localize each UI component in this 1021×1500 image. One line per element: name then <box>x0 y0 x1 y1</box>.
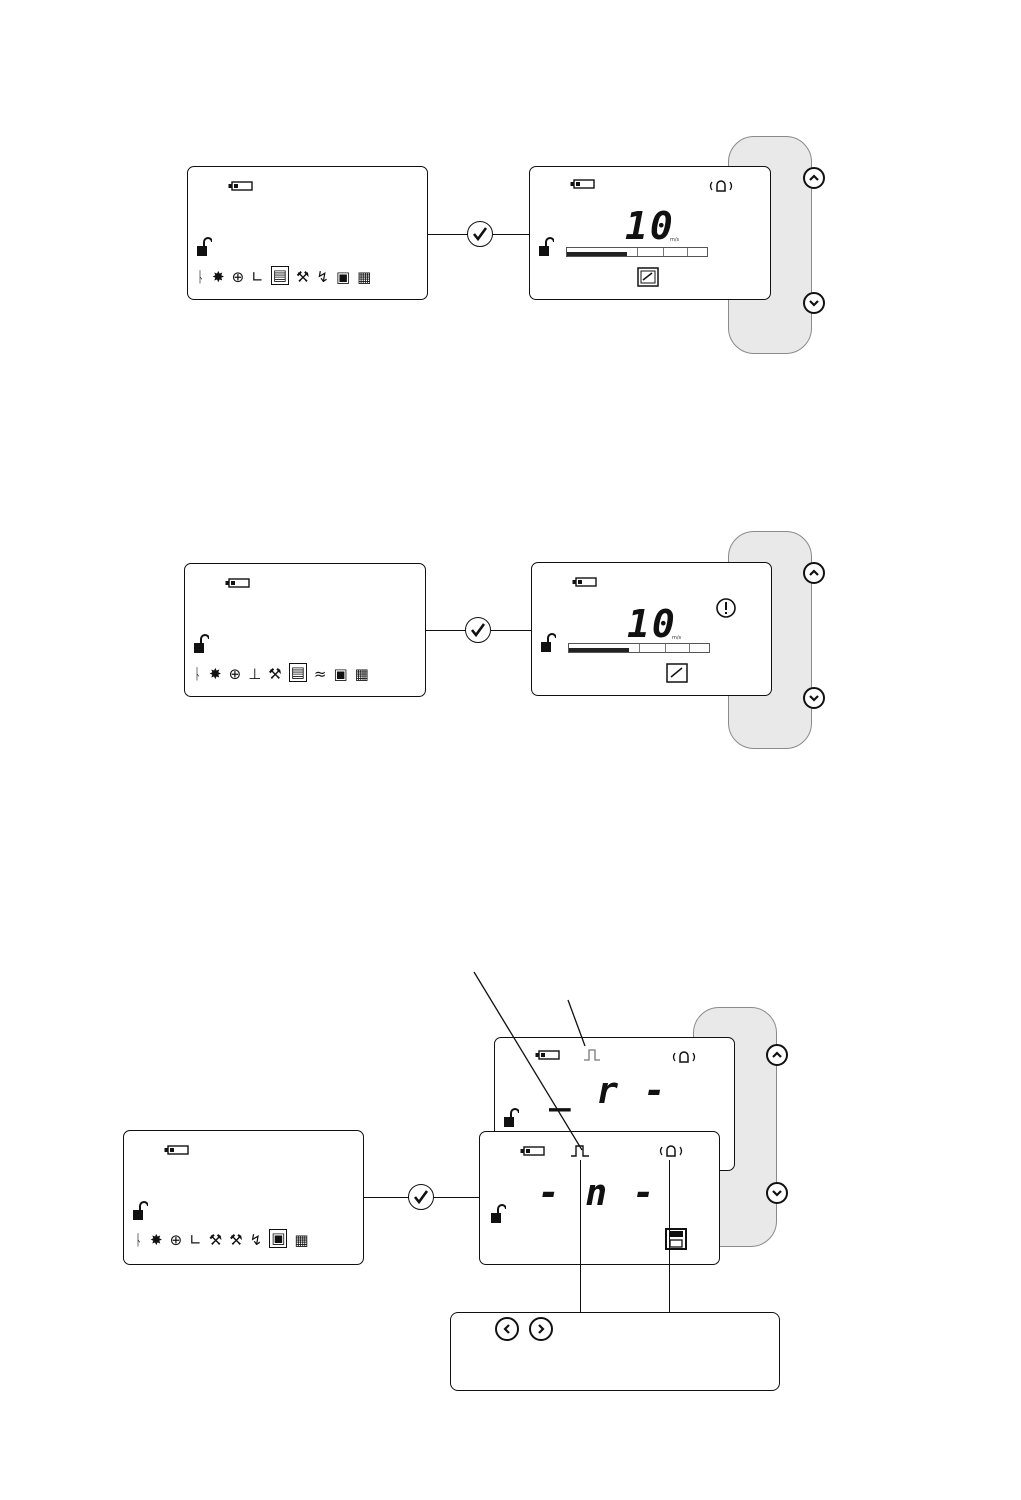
battery-icon <box>572 577 597 587</box>
connector-line-2a <box>426 630 466 632</box>
crosshair-icon[interactable]: ⊕ <box>169 1231 183 1249</box>
chevron-up-icon <box>809 569 819 576</box>
memory-icon[interactable]: ▣ <box>335 268 351 286</box>
connector-line-3a <box>364 1197 409 1199</box>
level-menu-icon <box>666 663 688 683</box>
chevron-up-icon <box>809 174 819 181</box>
leader-line-pulse <box>580 1160 582 1313</box>
wrench-icon[interactable]: ⚒ <box>229 1231 243 1249</box>
pulse-icon <box>584 1049 600 1061</box>
lcd-reading-screen-1: 10 m/s <box>529 166 771 300</box>
wrench-icon[interactable]: ⚒ <box>208 1231 223 1249</box>
dot-star-icon[interactable]: ✸ <box>209 665 222 683</box>
battery-icon <box>570 179 595 189</box>
reading-value: 10 <box>627 602 677 646</box>
dot-star-icon[interactable]: ✸ <box>212 268 225 286</box>
right-button[interactable] <box>529 1317 553 1341</box>
bell-icon <box>659 1145 683 1157</box>
battery-icon <box>535 1050 560 1060</box>
down-button-1[interactable] <box>803 292 825 314</box>
corner-icon[interactable]: ∟ <box>189 1231 202 1249</box>
lcd-menu-screen-1: ᚿ ✸ ⊕ ∟ ▤ ⚒ ↯ ▣ ▦ <box>187 166 428 300</box>
lcd-front-screen-3: - n - <box>479 1131 720 1265</box>
up-button-1[interactable] <box>803 167 825 189</box>
unlock-icon <box>504 1108 519 1127</box>
crosshair-icon[interactable]: ⊕ <box>231 268 245 286</box>
lcd-menu-screen-3: ᚿ ✸ ⊕ ∟ ⚒ ⚒ ↯ ▣ ▦ <box>123 1130 364 1265</box>
battery-icon <box>228 181 253 191</box>
chevron-down-icon <box>809 695 819 702</box>
connector-line-1a <box>428 234 468 236</box>
unlock-icon <box>133 1201 148 1220</box>
menu-icon-row: ᚿ ✸ ⊕ ∟ ▤ ⚒ ↯ ▣ ▦ <box>196 266 371 285</box>
bell-icon <box>672 1051 696 1063</box>
connector-line-3b <box>434 1197 480 1199</box>
confirm-check-2[interactable] <box>465 617 491 643</box>
bell-icon <box>709 180 733 192</box>
sensor-menu-icon[interactable]: ᚿ <box>196 268 206 286</box>
nav-callout-box <box>450 1312 780 1391</box>
level-menu-icon <box>637 267 659 287</box>
battery-icon <box>164 1145 189 1155</box>
warning-icon <box>716 598 736 618</box>
wrench-icon[interactable]: ⚒ <box>295 268 310 286</box>
confirm-check-1[interactable] <box>467 221 493 247</box>
crosshair-icon[interactable]: ⊕ <box>228 665 242 683</box>
unlock-icon <box>539 237 554 256</box>
up-button-2[interactable] <box>803 562 825 584</box>
up-button-3[interactable] <box>766 1044 788 1066</box>
chevron-up-icon <box>772 1051 782 1058</box>
front-reading: - n - <box>538 1173 657 1214</box>
chevron-down-icon <box>772 1190 782 1197</box>
level-menu-icon[interactable]: ▤ <box>270 266 289 285</box>
confirm-check-3[interactable] <box>408 1184 434 1210</box>
check-icon <box>472 227 488 242</box>
chevron-right-icon <box>538 1324 545 1334</box>
level-bar <box>566 247 708 257</box>
connector-line-1b <box>493 234 530 236</box>
lcd-reading-screen-2: 10 m/s <box>531 562 772 696</box>
menu-icon-row: ᚿ ✸ ⊕ ⊥ ⚒ ▤ ≈ ▣ ▦ <box>193 663 369 682</box>
dot-star-icon[interactable]: ✸ <box>150 1231 163 1249</box>
memory-icon[interactable]: ▣ <box>333 665 348 683</box>
corner-icon[interactable]: ⊥ <box>248 665 262 683</box>
tool-icon[interactable]: ↯ <box>249 1231 263 1249</box>
leader-line-bell <box>669 1160 671 1313</box>
reading-unit: m/s <box>672 635 682 641</box>
sensor-menu-icon[interactable]: ᚿ <box>193 665 203 683</box>
grid-icon[interactable]: ▦ <box>354 665 369 683</box>
down-button-3[interactable] <box>766 1182 788 1204</box>
battery-icon <box>520 1146 545 1156</box>
level-bar <box>568 643 710 653</box>
unlock-icon <box>194 634 209 653</box>
connector-line-2b <box>491 630 532 632</box>
left-button[interactable] <box>495 1317 519 1341</box>
check-icon <box>470 623 486 638</box>
grid-icon[interactable]: ▦ <box>357 268 372 286</box>
corner-icon[interactable]: ∟ <box>251 268 264 286</box>
level-menu-icon[interactable]: ▤ <box>288 663 307 682</box>
reading-unit: m/s <box>670 237 680 243</box>
back-reading: _ r - <box>549 1071 668 1112</box>
battery-icon <box>225 578 250 588</box>
chevron-down-icon <box>809 300 819 307</box>
menu-icon-row: ᚿ ✸ ⊕ ∟ ⚒ ⚒ ↯ ▣ ▦ <box>134 1229 309 1248</box>
sensor-menu-icon[interactable]: ᚿ <box>134 1231 144 1249</box>
unlock-icon <box>197 237 212 256</box>
down-button-2[interactable] <box>803 687 825 709</box>
check-icon <box>413 1190 429 1205</box>
wrench-icon[interactable]: ⚒ <box>268 665 282 683</box>
grid-icon[interactable]: ▦ <box>294 1231 309 1249</box>
curve-icon[interactable]: ≈ <box>313 665 327 683</box>
lcd-menu-screen-2: ᚿ ✸ ⊕ ⊥ ⚒ ▤ ≈ ▣ ▦ <box>184 563 426 697</box>
unlock-icon <box>491 1204 506 1223</box>
memory-icon[interactable]: ▣ <box>269 1229 288 1248</box>
reading-value: 10 <box>625 204 675 248</box>
chevron-left-icon <box>503 1324 510 1334</box>
unlock-icon <box>541 633 556 652</box>
tool-icon[interactable]: ↯ <box>316 268 329 286</box>
